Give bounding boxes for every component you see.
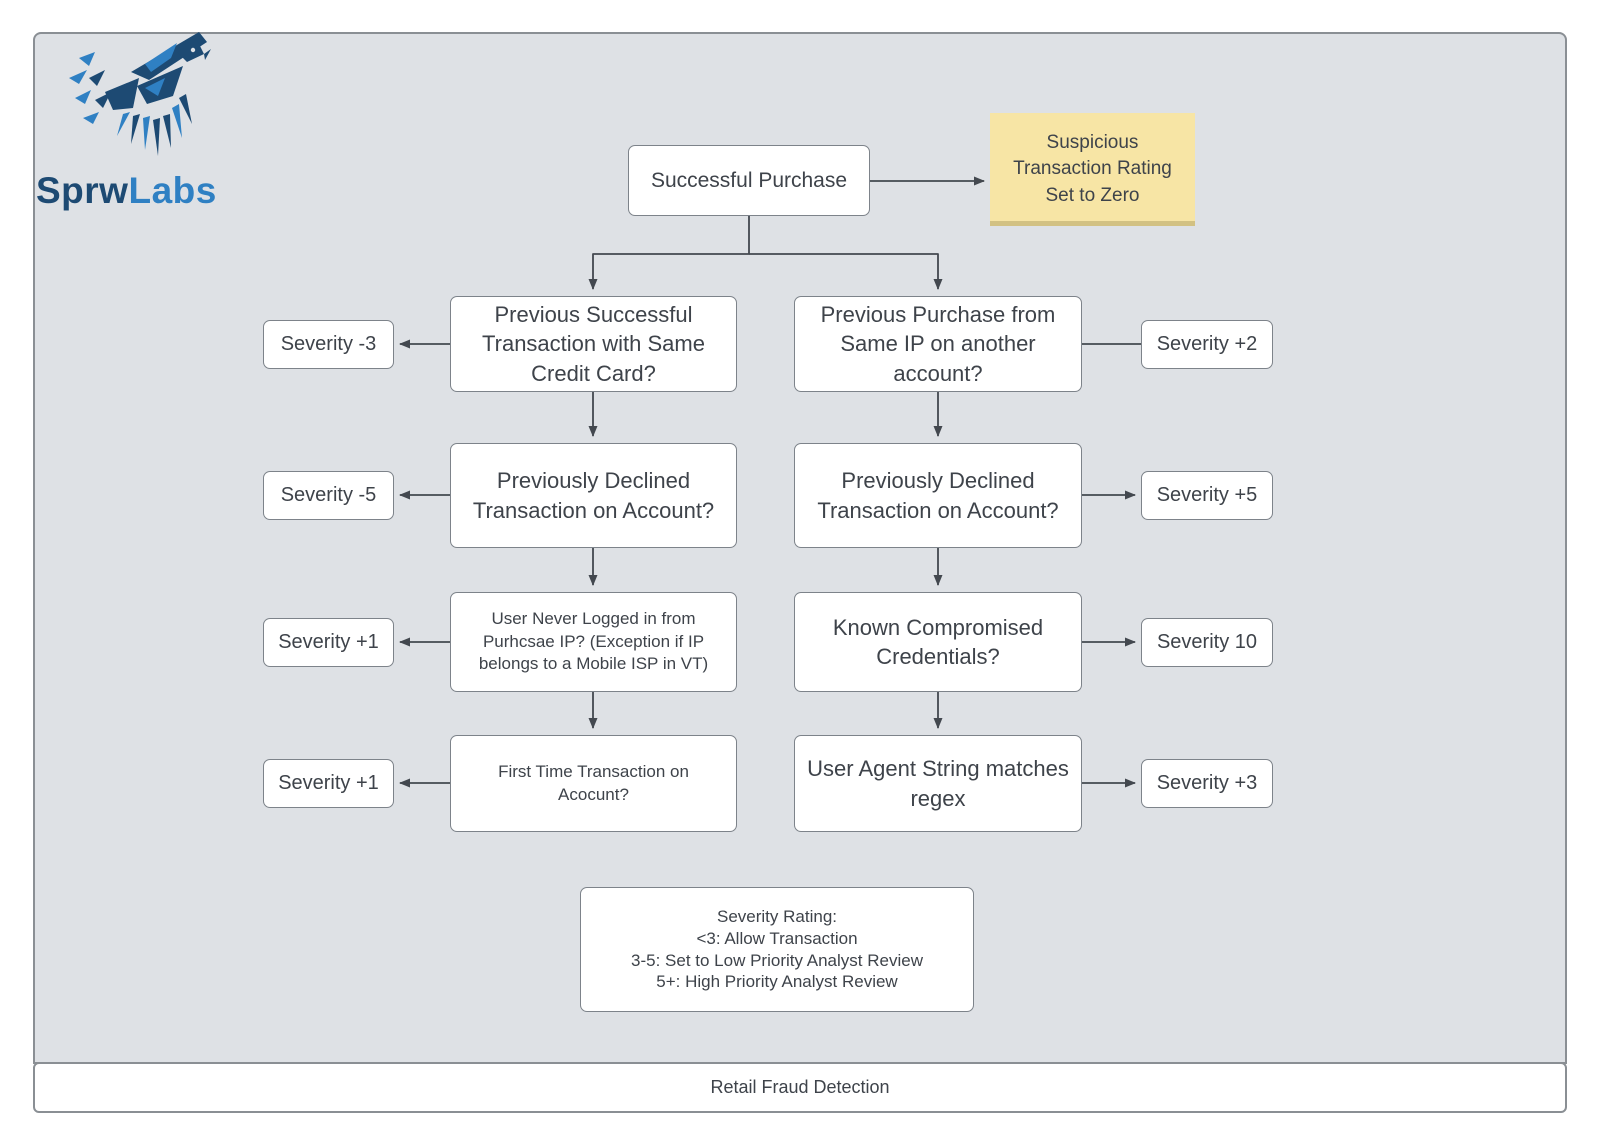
question-label: Previous Purchase from Same IP on anothe…	[820, 302, 1056, 386]
brand-wordmark: SprwLabs	[36, 170, 217, 212]
severity-label: Severity +1	[278, 631, 379, 654]
sticky-note: Suspicious Transaction Rating Set to Zer…	[990, 113, 1195, 226]
severity-node-right-3: Severity 10	[1141, 618, 1273, 667]
question-node-left-4: First Time Transaction on Acocunt?	[450, 735, 737, 832]
bird-logo-icon	[69, 32, 211, 156]
question-node-left-3: User Never Logged in from Purhcsae IP? (…	[450, 592, 737, 692]
question-label: Known Compromised Credentials?	[832, 614, 1044, 669]
question-label: Previous Successful Transaction with Sam…	[482, 302, 705, 386]
severity-node-right-1: Severity +2	[1141, 320, 1273, 369]
question-node-left-1: Previous Successful Transaction with Sam…	[450, 296, 737, 392]
severity-label: Severity +1	[278, 772, 379, 795]
diagram-title: Retail Fraud Detection	[710, 1077, 890, 1097]
legend-line: Severity Rating:	[717, 907, 837, 927]
severity-node-left-3: Severity +1	[263, 618, 394, 667]
severity-label: Severity -3	[280, 333, 377, 356]
question-node-left-2: Previously Declined Transaction on Accou…	[450, 443, 737, 548]
severity-label: Severity +5	[1156, 484, 1258, 507]
question-node-right-3: Known Compromised Credentials?	[794, 592, 1082, 692]
question-label: User Agent String matches regex	[807, 756, 1069, 811]
brand-wordmark-primary: Sprw	[36, 170, 129, 211]
severity-label: Severity 10	[1156, 631, 1258, 654]
question-label: User Never Logged in from Purhcsae IP? (…	[478, 609, 709, 674]
brand-wordmark-secondary: Labs	[128, 170, 217, 211]
severity-node-right-2: Severity +5	[1141, 471, 1273, 520]
severity-label: Severity -5	[280, 484, 377, 507]
question-label: Previously Declined Transaction on Accou…	[472, 468, 715, 523]
question-label: Previously Declined Transaction on Accou…	[817, 468, 1059, 523]
sprwlabs-logo: SprwLabs	[36, 28, 256, 218]
severity-legend: Severity Rating: <3: Allow Transaction 3…	[580, 887, 974, 1012]
question-node-right-2: Previously Declined Transaction on Accou…	[794, 443, 1082, 548]
legend-line: 3-5: Set to Low Priority Analyst Review	[631, 950, 923, 970]
question-label: First Time Transaction on Acocunt?	[498, 761, 689, 804]
severity-node-right-4: Severity +3	[1141, 759, 1273, 808]
legend-line: 5+: High Priority Analyst Review	[656, 972, 898, 992]
start-node-label: Successful Purchase	[650, 168, 848, 192]
severity-label: Severity +3	[1156, 772, 1258, 795]
severity-node-left-1: Severity -3	[263, 320, 394, 369]
question-node-right-4: User Agent String matches regex	[794, 735, 1082, 832]
question-node-right-1: Previous Purchase from Same IP on anothe…	[794, 296, 1082, 392]
legend-line: <3: Allow Transaction	[696, 928, 858, 948]
start-node: Successful Purchase	[628, 145, 870, 216]
severity-node-left-4: Severity +1	[263, 759, 394, 808]
severity-node-left-2: Severity -5	[263, 471, 394, 520]
diagram-title-bar: Retail Fraud Detection	[33, 1062, 1567, 1113]
sticky-note-label: Suspicious Transaction Rating Set to Zer…	[1013, 132, 1172, 206]
severity-label: Severity +2	[1156, 333, 1258, 356]
